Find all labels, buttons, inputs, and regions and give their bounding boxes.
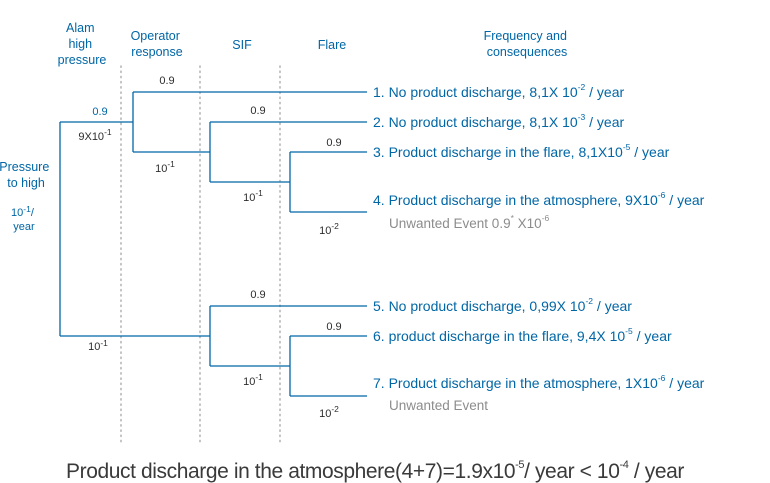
prob-alarm-success: 0.9 [92,106,107,118]
header-flare: Flare [318,38,347,52]
outcome-7: 7. Product discharge in the atmosphere, … [373,373,705,391]
column-headers: Alam high pressure Operator response SIF… [58,21,571,67]
initiating-event-label: Pressure to high [0,160,53,190]
outcome-2: 2. No product discharge, 8,1X 10-3 / yea… [373,112,624,130]
outcome-1: 1. No product discharge, 8,1X 10-2 / yea… [373,82,624,100]
outcome-7-note: Unwanted Event [389,398,488,413]
prob-alarm-intermediate: 9X10-1 [78,127,112,143]
outcome-6: 6. product discharge in the flare, 9,4X … [373,326,672,344]
prob-sif-success-lower: 0.9 [250,289,265,301]
tree-branches [59,91,367,397]
header-operator: Operator response [131,29,184,59]
prob-flare-fail-upper: 10-2 [319,221,339,237]
initiating-event: Pressure to high 10-1/ year [0,160,53,233]
header-frequency: Frequency and consequences [484,29,571,59]
prob-flare-success-lower: 0.9 [326,321,341,333]
prob-flare-success-upper: 0.9 [326,137,341,149]
prob-flare-fail-lower: 10-2 [319,404,339,420]
summary-equation: Product discharge in the atmosphere(4+7)… [66,459,684,483]
header-alarm: Alam high pressure [58,21,107,67]
prob-alarm-fail: 10-1 [88,338,108,353]
outcome-3: 3. Product discharge in the flare, 8,1X1… [373,142,670,160]
initiating-event-frequency: 10-1/ year [11,204,37,233]
header-sif: SIF [232,38,252,52]
prob-operator-success: 0.9 [159,75,174,87]
outcome-4: 4. Product discharge in the atmosphere, … [373,190,705,208]
branch-probabilities: 0.9 9X10-1 10-1 0.9 10-1 0.9 10-1 0.9 10… [78,75,341,420]
prob-sif-fail-lower: 10-1 [243,372,263,388]
prob-sif-success-upper: 0.9 [250,105,265,117]
outcome-4-note: Unwanted Event 0.9* X10-6 [389,213,550,231]
prob-operator-fail: 10-1 [155,159,175,175]
outcome-5: 5. No product discharge, 0,99X 10-2 / ye… [373,296,632,314]
column-separators [120,65,281,443]
outcomes: 1. No product discharge, 8,1X 10-2 / yea… [373,82,705,413]
prob-sif-fail-upper: 10-1 [243,188,263,204]
